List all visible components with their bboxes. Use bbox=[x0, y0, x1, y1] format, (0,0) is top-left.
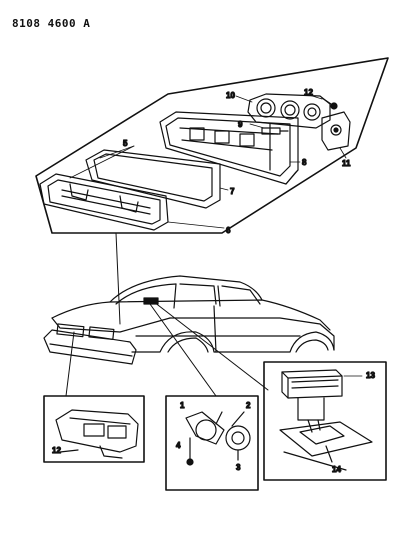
callout-8: 8 bbox=[302, 158, 307, 167]
callout-12: 12 bbox=[304, 88, 313, 97]
panel-connector-line bbox=[115, 232, 121, 325]
car-leader-lines bbox=[65, 301, 269, 397]
side-bracket bbox=[321, 111, 351, 151]
lamp-gasket bbox=[85, 149, 221, 209]
lamp-housing bbox=[159, 111, 299, 185]
fastener bbox=[261, 127, 289, 135]
callout-5: 5 bbox=[123, 139, 128, 148]
leader-lines-top bbox=[69, 93, 347, 229]
socket-detail-inset bbox=[43, 395, 145, 463]
screw-top bbox=[321, 97, 338, 110]
callout-11: 11 bbox=[342, 159, 351, 168]
callout-10: 10 bbox=[226, 91, 235, 100]
callout-9: 9 bbox=[238, 120, 243, 129]
callout-2: 2 bbox=[246, 401, 251, 410]
callout-13: 13 bbox=[366, 371, 375, 380]
car-body bbox=[43, 275, 335, 365]
callout-3: 3 bbox=[236, 463, 241, 472]
bulb-socket-inset bbox=[165, 395, 259, 491]
callout-6: 6 bbox=[226, 226, 231, 235]
center-stop-lamp bbox=[143, 297, 159, 305]
socket-plate bbox=[247, 93, 331, 129]
callout-7: 7 bbox=[230, 187, 235, 196]
callout-1: 1 bbox=[180, 401, 185, 410]
callout-14: 14 bbox=[332, 465, 341, 474]
callout-4: 4 bbox=[176, 441, 181, 450]
stop-lamp-inset bbox=[263, 361, 387, 481]
diagram-code: 8108 4600 A bbox=[12, 17, 91, 30]
tail-lamp-detail-panel bbox=[35, 57, 389, 234]
callout-12-inset: 12 bbox=[52, 446, 61, 455]
tail-lamp-lens bbox=[39, 173, 169, 231]
